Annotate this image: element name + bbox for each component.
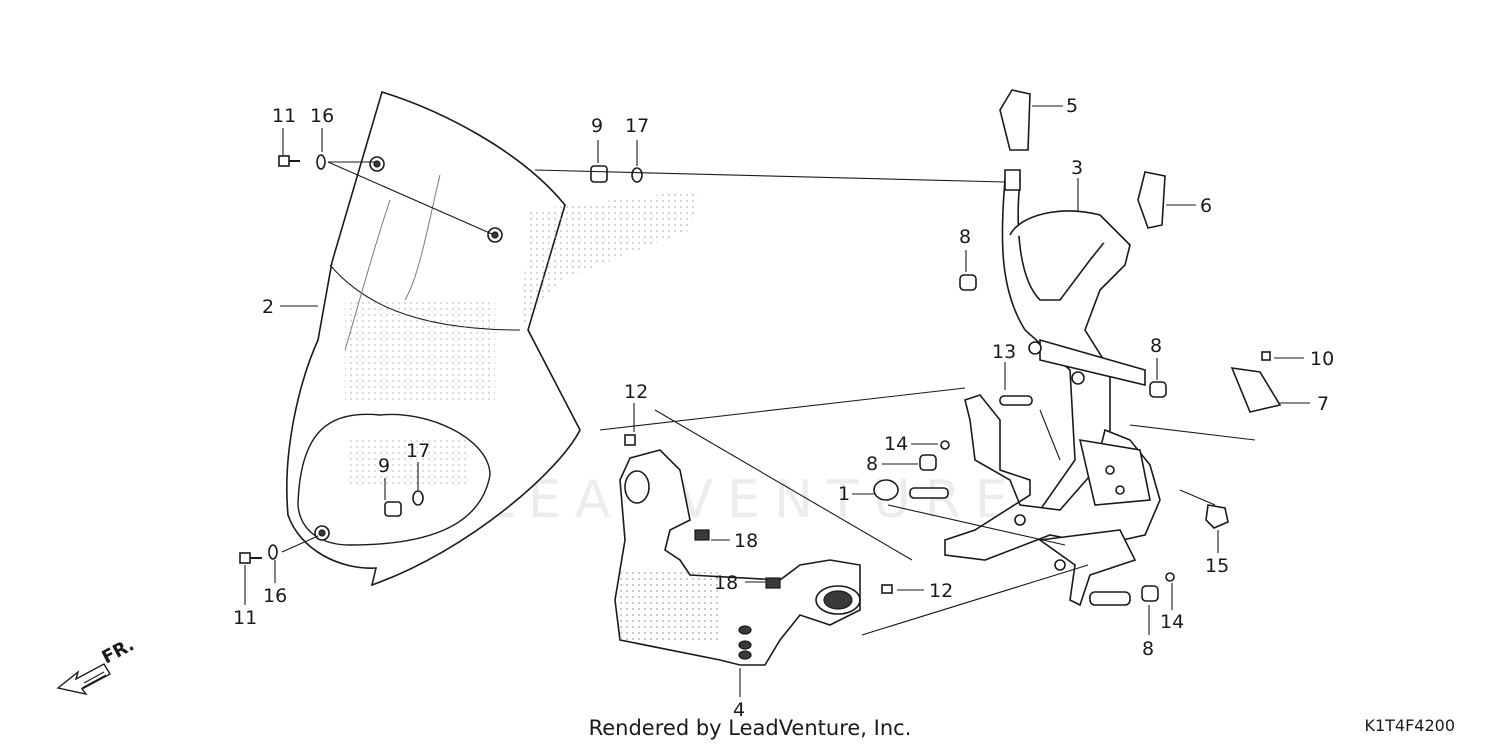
- callout-leaders: [244, 105, 1310, 697]
- meter-stay: [1001, 169, 1146, 522]
- callout-12: 12: [624, 381, 648, 403]
- windscreen-hardware: [239, 154, 643, 564]
- callout-17: 17: [625, 115, 649, 137]
- callouts: 11 16 2 9 17 5 3 6 8 8 13 10 7 12 14 8 1…: [233, 95, 1334, 721]
- diagram-code: K1T4F4200: [1364, 716, 1455, 735]
- callout-17: 17: [406, 440, 430, 462]
- render-credit: Rendered by LeadVenture, Inc.: [588, 716, 912, 740]
- callout-9: 9: [378, 455, 390, 477]
- callout-8: 8: [959, 226, 971, 248]
- callout-16: 16: [310, 105, 334, 127]
- callout-14: 14: [1160, 611, 1184, 633]
- callout-8: 8: [1150, 335, 1162, 357]
- callout-18: 18: [714, 572, 738, 594]
- inner-fairing: [614, 449, 861, 666]
- callout-1: 1: [838, 483, 850, 505]
- callout-2: 2: [262, 296, 274, 318]
- callout-12: 12: [929, 580, 953, 602]
- callout-7: 7: [1317, 393, 1329, 415]
- small-hardware: [624, 89, 1282, 602]
- callout-11: 11: [272, 105, 296, 127]
- callout-4: 4: [733, 699, 745, 721]
- callout-5: 5: [1066, 95, 1078, 117]
- front-direction-arrow: FR.: [56, 634, 138, 696]
- callout-18: 18: [734, 530, 758, 552]
- callout-8: 8: [866, 453, 878, 475]
- callout-13: 13: [992, 341, 1016, 363]
- wing-emblem-pattern: [520, 190, 700, 330]
- watermark: LEADVENTURE: [485, 470, 1022, 530]
- callout-9: 9: [591, 115, 603, 137]
- callout-6: 6: [1200, 195, 1212, 217]
- callout-14: 14: [884, 433, 908, 455]
- callout-3: 3: [1071, 157, 1083, 179]
- lower-stay-bracket: [909, 394, 1161, 607]
- windscreen: [286, 90, 581, 587]
- callout-15: 15: [1205, 555, 1229, 577]
- callout-16: 16: [263, 585, 287, 607]
- assembly-lines: [534, 169, 1256, 636]
- callout-8: 8: [1142, 638, 1154, 660]
- callout-10: 10: [1310, 348, 1334, 370]
- callout-11: 11: [233, 607, 257, 629]
